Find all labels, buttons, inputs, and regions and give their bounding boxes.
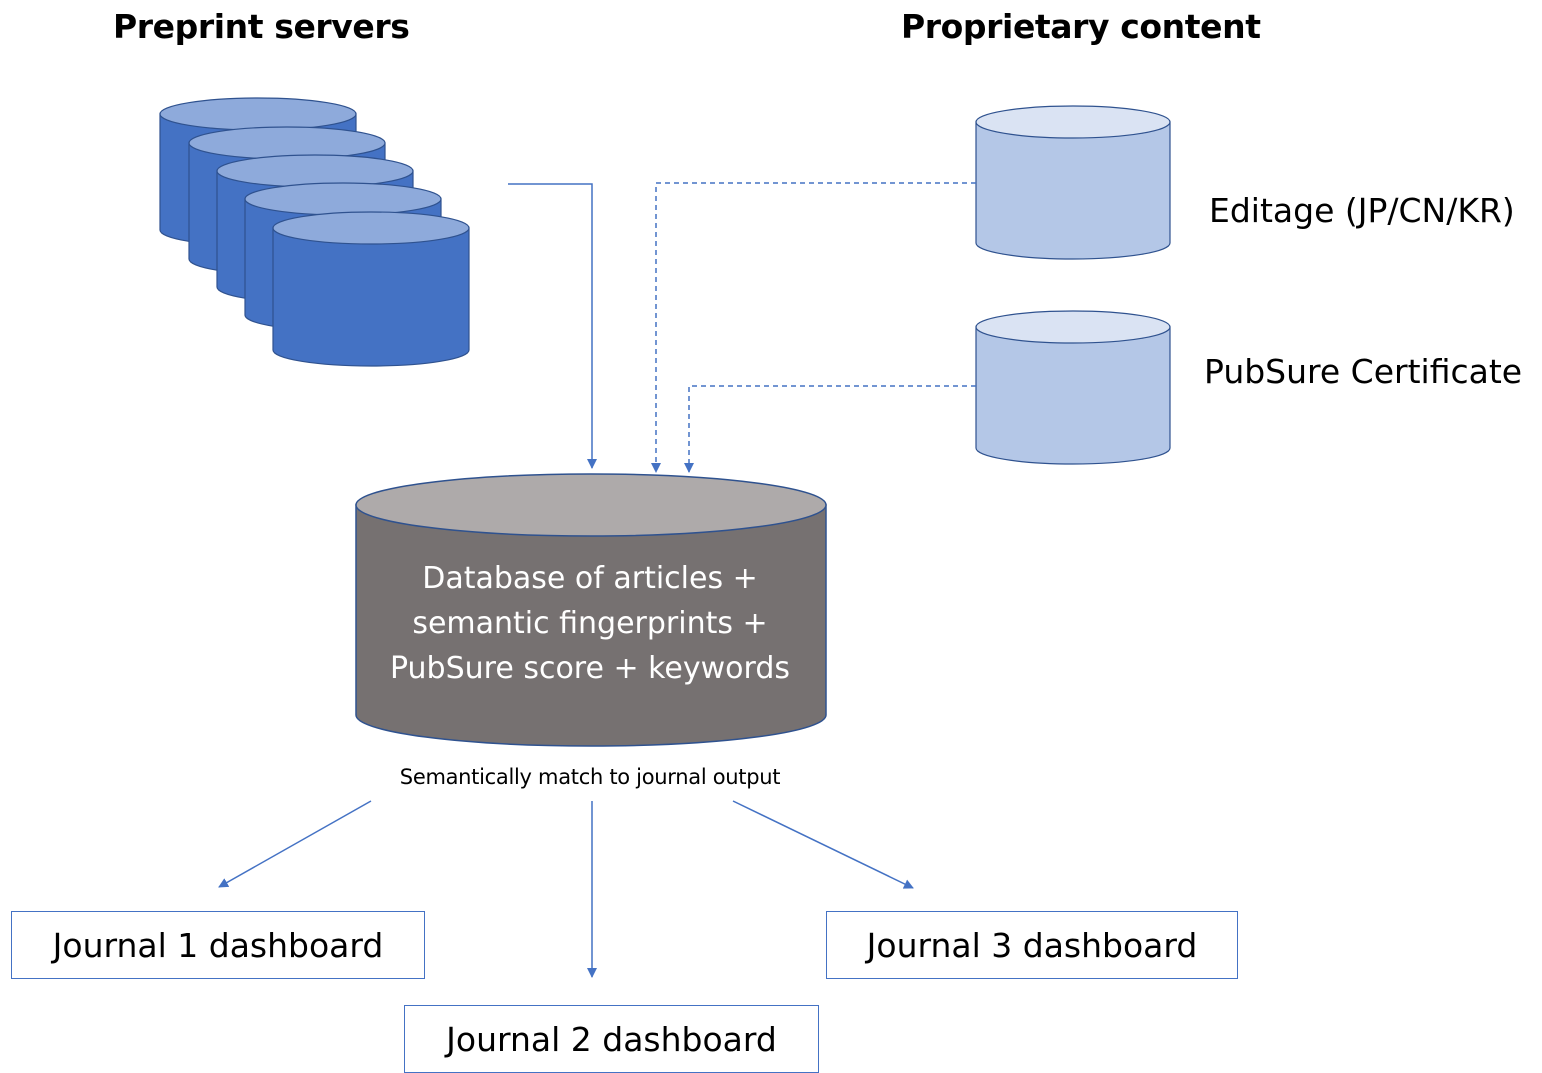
journal-3-dashboard-label: Journal 3 dashboard bbox=[866, 925, 1198, 965]
arrow-to-journal-1 bbox=[218, 800, 372, 888]
editage-label: Editage (JP/CN/KR) bbox=[1209, 191, 1515, 230]
database-cylinder bbox=[355, 473, 827, 747]
preprint-servers-heading: Preprint servers bbox=[113, 7, 410, 46]
editage-cylinder bbox=[975, 105, 1171, 260]
journal-2-dashboard-label: Journal 2 dashboard bbox=[446, 1019, 777, 1059]
semantic-match-label: Semantically match to journal output bbox=[399, 765, 781, 789]
pubsure-certificate-cylinder bbox=[975, 310, 1171, 465]
database-label-line: Database of articles + bbox=[422, 561, 758, 596]
preprint-to-database-connector bbox=[508, 183, 597, 469]
database-label-line: semantic fingerprints + bbox=[412, 606, 768, 641]
journal-3-dashboard: Journal 3 dashboard bbox=[826, 911, 1238, 979]
preprint-server-cylinder bbox=[272, 211, 470, 367]
database-label: Database of articles + semantic fingerpr… bbox=[355, 556, 825, 691]
pubsure-to-database-connector bbox=[684, 385, 976, 473]
arrow-to-journal-3 bbox=[732, 800, 914, 889]
editage-to-database-connector bbox=[651, 182, 976, 473]
pubsure-certificate-label: PubSure Certificate bbox=[1204, 352, 1523, 391]
journal-1-dashboard: Journal 1 dashboard bbox=[11, 911, 425, 979]
preprint-servers-stack bbox=[159, 97, 470, 367]
journal-1-dashboard-label: Journal 1 dashboard bbox=[52, 925, 384, 965]
proprietary-content-heading: Proprietary content bbox=[901, 7, 1261, 46]
journal-2-dashboard: Journal 2 dashboard bbox=[404, 1005, 819, 1073]
database-label-line: PubSure score + keywords bbox=[389, 651, 791, 686]
